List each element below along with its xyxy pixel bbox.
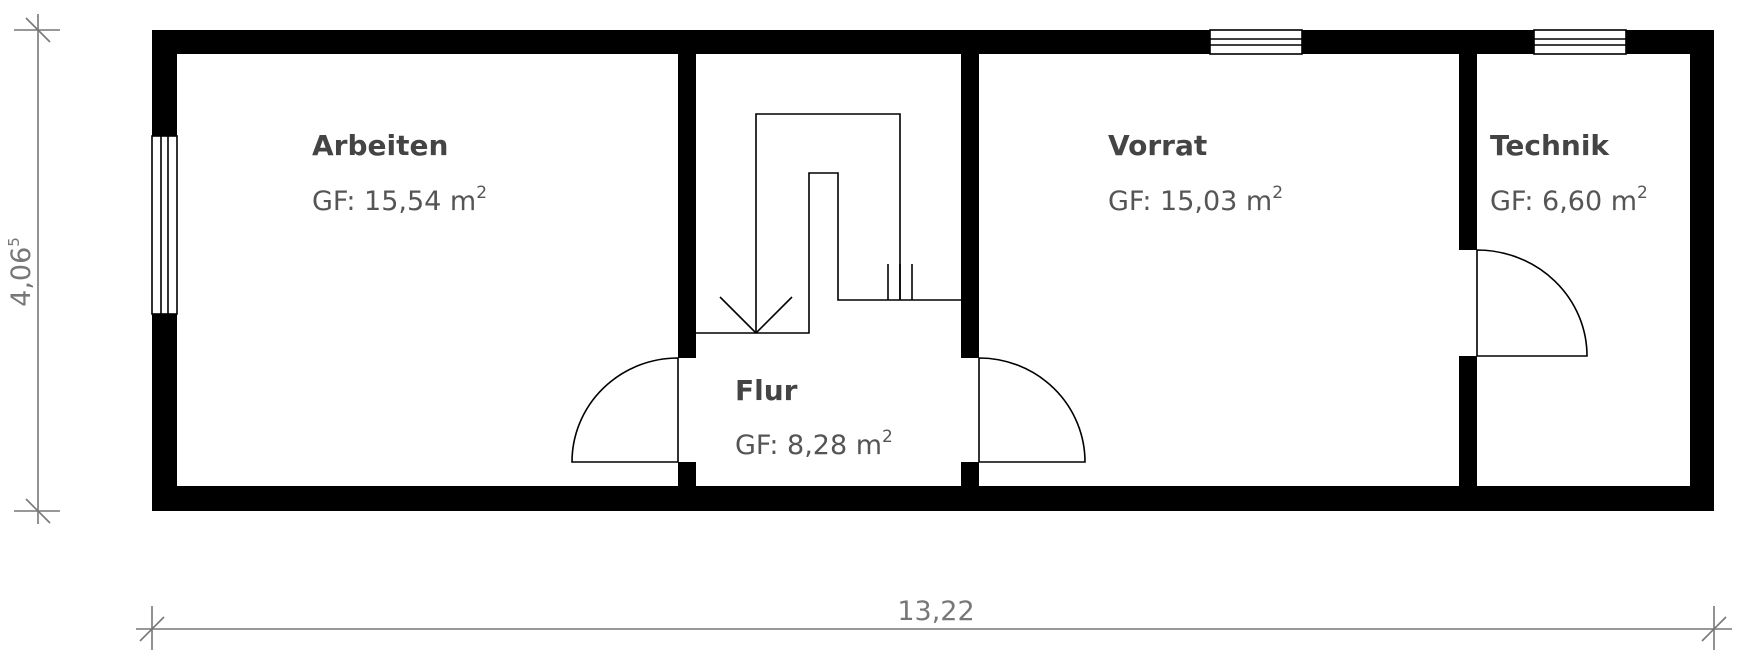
height-dimension: 4,065 xyxy=(5,14,60,524)
wall-flur-vorrat-upper xyxy=(961,30,979,358)
door-technik xyxy=(1476,249,1588,357)
room-area: GF: 15,03 m2 xyxy=(1108,183,1283,217)
wall-arbeiten-flur-lower xyxy=(678,462,696,492)
top-wall-middle xyxy=(1302,30,1534,54)
left-wall-top xyxy=(152,30,177,136)
stair-outline xyxy=(696,172,961,334)
wall-vorrat-technik-lower xyxy=(1459,356,1477,492)
room-area: GF: 6,60 m2 xyxy=(1490,183,1648,217)
door-arbeiten xyxy=(571,357,679,463)
wall-vorrat-technik-upper xyxy=(1459,30,1477,250)
room-label-vorrat: Vorrat GF: 15,03 m2 xyxy=(1108,129,1283,217)
height-label: 4,065 xyxy=(5,237,37,307)
room-name: Vorrat xyxy=(1108,129,1207,162)
staircase xyxy=(696,113,961,334)
stair-arrow-left xyxy=(719,296,757,334)
window-top-vorrat xyxy=(1209,29,1303,55)
room-area: GF: 15,54 m2 xyxy=(312,183,487,217)
room-name: Flur xyxy=(735,374,798,407)
stair-arrow-right xyxy=(755,296,793,334)
width-dimension: 13,22 xyxy=(136,596,1732,650)
wall-flur-vorrat-lower xyxy=(961,462,979,492)
room-name: Technik xyxy=(1490,129,1610,162)
room-label-technik: Technik GF: 6,60 m2 xyxy=(1490,129,1648,217)
window-left-arbeiten xyxy=(151,135,178,315)
room-name: Arbeiten xyxy=(312,129,448,162)
room-label-flur: Flur GF: 8,28 m2 xyxy=(735,374,893,461)
wall-arbeiten-flur-upper xyxy=(678,30,696,358)
walls xyxy=(152,30,1714,511)
doors xyxy=(571,249,1588,463)
room-area: GF: 8,28 m2 xyxy=(735,427,893,461)
bottom-wall xyxy=(152,486,1714,511)
stair-walk-line xyxy=(755,113,901,333)
window-top-technik xyxy=(1533,29,1627,55)
left-wall-bottom xyxy=(152,314,177,511)
right-wall xyxy=(1690,30,1714,511)
width-label: 13,22 xyxy=(897,596,974,627)
windows xyxy=(151,29,1627,315)
room-label-arbeiten: Arbeiten GF: 15,54 m2 xyxy=(312,129,487,217)
door-vorrat xyxy=(978,357,1086,463)
